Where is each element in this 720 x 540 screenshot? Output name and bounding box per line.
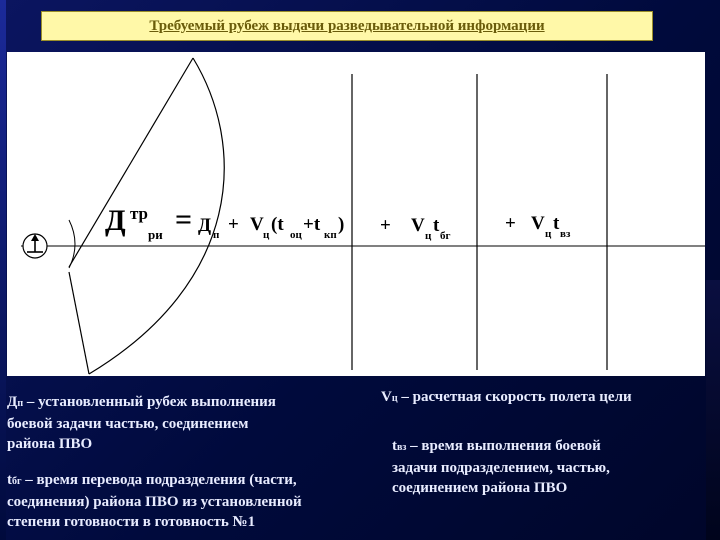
unit-symbol-icon <box>22 233 48 259</box>
slide-title: Требуемый рубеж выдачи разведывательной … <box>149 17 545 34</box>
diagram-svg <box>21 57 705 375</box>
legend-tbg-symbol: t <box>7 472 12 488</box>
legend-dp: Дп – установленный рубеж выполнения боев… <box>7 392 377 454</box>
formula-t-oc-subscript: оц <box>290 229 302 241</box>
legend-tbg: tбг – время перевода подразделения (част… <box>7 470 377 532</box>
formula-equals: = <box>175 203 193 236</box>
sector-arc <box>88 57 225 375</box>
legend-dp-line3: района ПВО <box>7 436 93 452</box>
formula-vc-1: V <box>250 214 264 235</box>
formula-vc-2-subscript: ц <box>425 230 432 242</box>
diagram-canvas: Д тр ри = Д п + V ц (t оц +t кп ) + V ц … <box>7 52 705 376</box>
legend-dp-line2: боевой задачи частью, соединением <box>7 416 249 432</box>
legend-dp-symbol: Д <box>7 394 18 410</box>
sector-upper-edge <box>68 57 194 268</box>
inner-arc <box>68 219 76 269</box>
formula-vc-3: V <box>531 213 545 234</box>
formula-dp-subscript: п <box>213 229 220 241</box>
formula-t-vz-subscript: вз <box>560 228 571 240</box>
legend-tvz: tвз – время выполнения боевой задачи под… <box>392 436 707 498</box>
legend-tbg-line2: соединения) района ПВО из установленной <box>7 494 302 510</box>
formula-close-paren: ) <box>338 214 345 235</box>
legend-dp-subscript: п <box>17 398 24 409</box>
formula-vc-1-subscript: ц <box>263 229 270 241</box>
formula-lhs-subscript: ри <box>148 227 163 242</box>
formula-t-bg-subscript: бг <box>440 230 451 242</box>
formula-lhs-superscript: тр <box>130 204 149 223</box>
legend-tvz-subscript: вз <box>397 442 407 453</box>
right-edge-shadow <box>706 280 720 540</box>
sector-lower-edge <box>68 271 90 375</box>
formula-t-bg: t <box>433 215 440 236</box>
formula-vc-3-subscript: ц <box>545 228 552 240</box>
legend-tbg-subscript: бг <box>12 476 22 487</box>
legend-tbg-line1: – время перевода подразделения (части, <box>21 472 297 488</box>
formula-vc-2: V <box>411 215 425 236</box>
formula-t-vz: t <box>553 213 560 234</box>
formula-plus-t-kp: +t <box>303 214 321 235</box>
left-edge-accent <box>0 0 6 540</box>
formula-plus-1: + <box>228 214 239 235</box>
title-banner: Требуемый рубеж выдачи разведывательной … <box>41 11 653 41</box>
formula-t-kp-subscript: кп <box>324 229 337 241</box>
legend-tvz-line3: соединением района ПВО <box>392 480 568 496</box>
legend-tvz-line1: – время выполнения боевой <box>406 438 601 454</box>
legend-vc-subscript: ц <box>391 393 398 404</box>
formula-t-oc-open: (t <box>271 214 284 235</box>
legend-tvz-line2: задачи подразделением, частью, <box>392 460 610 476</box>
legend-vc: Vц – расчетная скорость полета цели <box>381 387 701 409</box>
legend-dp-line1: – установленный рубеж выполнения <box>23 394 276 410</box>
formula-lhs-symbol: Д <box>105 204 126 237</box>
formula-plus-3: + <box>505 213 516 234</box>
legend-vc-symbol: V <box>381 389 392 405</box>
legend-vc-line1: – расчетная скорость полета цели <box>397 389 632 405</box>
legend-tvz-symbol: t <box>392 438 397 454</box>
formula-dp-symbol: Д <box>198 215 212 236</box>
legend-tbg-line3: степени готовности в готовность №1 <box>7 514 256 530</box>
formula-plus-2: + <box>380 215 391 236</box>
